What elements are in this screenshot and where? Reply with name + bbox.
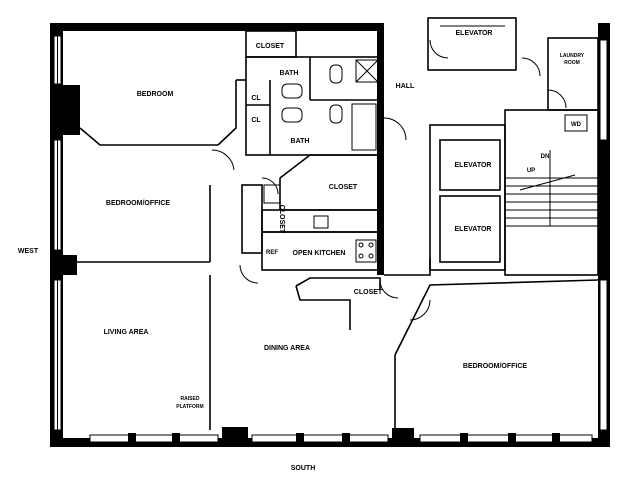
label-stairs-down: DN [541, 154, 550, 160]
label-elevator-mid: ELEVATOR [455, 162, 492, 169]
label-cl-2: CL [251, 117, 261, 124]
label-bedroom: BEDROOM [137, 91, 174, 98]
compass-south: SOUTH [291, 465, 316, 472]
exterior-walls [50, 23, 610, 447]
label-wd: WD [571, 122, 582, 128]
label-open-kitchen: OPEN KITCHEN [293, 250, 346, 257]
east-windows [599, 39, 608, 431]
west-windows [53, 35, 62, 431]
label-bath-2: BATH [291, 138, 310, 145]
label-stairs-up: UP [527, 168, 535, 174]
label-closet-mid: CLOSET [329, 184, 358, 191]
label-platform: PLATFORM [176, 404, 203, 410]
door-swings [211, 39, 567, 321]
label-hall: HALL [396, 83, 415, 90]
label-raised: RAISED [181, 396, 200, 402]
label-bedroom-office-east: BEDROOM/OFFICE [463, 363, 527, 370]
label-closet-vertical: CLOSET [278, 205, 285, 234]
label-closet-top: CLOSET [256, 43, 285, 50]
label-ref: REF [266, 250, 278, 256]
label-bath-1: BATH [280, 70, 299, 77]
label-dining-area: DINING AREA [264, 345, 310, 352]
label-bedroom-office-west: BEDROOM/OFFICE [106, 200, 170, 207]
stairs [505, 150, 598, 227]
label-elevator-top: ELEVATOR [456, 30, 493, 37]
label-laundry-room: ROOM [564, 60, 580, 66]
label-living-area: LIVING AREA [104, 329, 149, 336]
compass-west: WEST [18, 248, 39, 255]
room-labels: BEDROOM BEDROOM/OFFICE LIVING AREA DININ… [104, 30, 585, 410]
label-elevator-low: ELEVATOR [455, 226, 492, 233]
label-closet-small: CLOSET [354, 289, 383, 296]
label-laundry: LAUNDRY [560, 53, 585, 59]
interior-walls [63, 17, 599, 430]
fixtures [263, 59, 379, 263]
south-windows [89, 433, 593, 444]
label-cl-1: CL [251, 95, 261, 102]
